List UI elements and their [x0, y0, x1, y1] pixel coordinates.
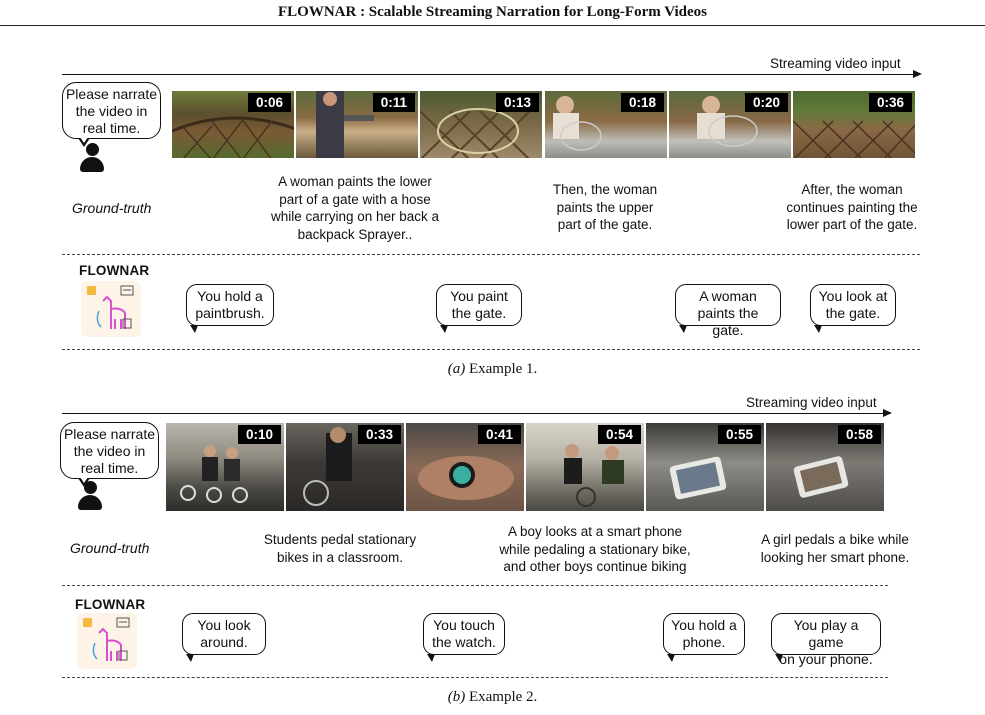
- prompt-bubble: Please narrate the video in real time.: [62, 82, 161, 139]
- dashed-divider: [62, 677, 888, 678]
- streaming-arrow-line: [62, 413, 884, 414]
- timestamp-badge: 0:33: [357, 425, 401, 444]
- prompt-bubble-tail-fill: [80, 477, 88, 483]
- subfigure-caption: (b) Example 2.: [447, 689, 538, 705]
- paper-title: FLOWNAR : Scalable Streaming Narration f…: [277, 4, 707, 20]
- model-label: FLOWNAR: [79, 263, 150, 278]
- video-frame: 0:06: [171, 90, 295, 159]
- dashed-divider: [62, 349, 920, 350]
- video-frame: 0:55: [645, 422, 765, 512]
- timestamp-badge: 0:11: [372, 93, 415, 112]
- narration-bubble-tail: [814, 325, 822, 333]
- streaming-arrow-head-icon: [883, 409, 892, 417]
- video-frame: 0:36: [792, 90, 916, 159]
- timestamp-badge: 0:36: [868, 93, 912, 112]
- subfigure-caption: (a) Example 1.: [447, 361, 538, 377]
- narration-bubble-tail: [667, 654, 675, 662]
- timestamp-badge: 0:10: [237, 425, 281, 444]
- video-frame: 0:41: [405, 422, 525, 512]
- prompt-line: real time.: [82, 120, 141, 136]
- timestamp-badge: 0:06: [247, 93, 291, 112]
- streaming-label: Streaming video input: [770, 56, 901, 71]
- streaming-arrow-line: [62, 74, 914, 75]
- video-frame: 0:33: [285, 422, 405, 512]
- streaming-label: Streaming video input: [746, 395, 877, 410]
- ground-truth-label: Ground-truth: [70, 540, 150, 556]
- video-frame: 0:58: [765, 422, 885, 512]
- prompt-bubble-tail-fill: [80, 137, 88, 143]
- streaming-arrow-head-icon: [913, 70, 922, 78]
- narration-bubble-tail: [186, 654, 194, 662]
- video-frame: 0:20: [668, 90, 792, 159]
- user-icon: [77, 481, 103, 511]
- timestamp-badge: 0:13: [495, 93, 539, 112]
- model-label: FLOWNAR: [75, 597, 146, 612]
- prompt-line: Please narrate: [65, 86, 158, 102]
- timestamp-badge: 0:20: [744, 93, 788, 112]
- timestamp-badge: 0:41: [477, 425, 521, 444]
- ground-truth-label: Ground-truth: [72, 200, 152, 216]
- video-frame: 0:10: [165, 422, 285, 512]
- title-rule: [0, 25, 985, 26]
- user-icon: [79, 143, 105, 173]
- video-frame: 0:18: [544, 90, 668, 159]
- prompt-line: the video in: [75, 103, 148, 119]
- dashed-divider: [62, 254, 920, 255]
- narration-bubble-tail: [775, 654, 783, 662]
- flownar-llama-logo-icon: [77, 613, 137, 669]
- narration-bubble-tail: [679, 325, 687, 333]
- video-frame: 0:11: [295, 90, 419, 159]
- dashed-divider: [62, 585, 888, 586]
- narration-bubble-tail: [440, 325, 448, 333]
- flownar-llama-logo-icon: [81, 281, 141, 337]
- prompt-bubble: Please narrate the video in real time.: [60, 422, 159, 479]
- timestamp-badge: 0:58: [837, 425, 881, 444]
- timestamp-badge: 0:54: [597, 425, 641, 444]
- timestamp-badge: 0:55: [717, 425, 761, 444]
- timestamp-badge: 0:18: [620, 93, 664, 112]
- example-1: Streaming video input Please narrate the…: [62, 56, 922, 377]
- video-frame: 0:13: [419, 90, 543, 159]
- video-frame: 0:54: [525, 422, 645, 512]
- narration-bubble-tail: [427, 654, 435, 662]
- narration-bubble-tail: [190, 325, 198, 333]
